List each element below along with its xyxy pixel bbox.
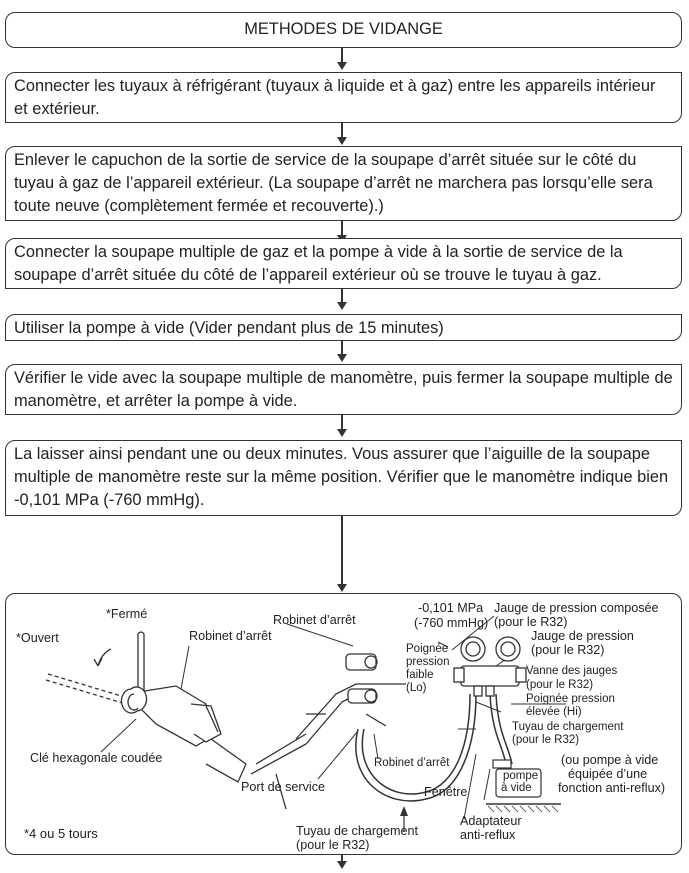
step-5-text: Vérifier le vide avec la soupape multipl… xyxy=(14,369,673,410)
label-cle: Clé hexagonale coudée xyxy=(30,751,162,765)
label-mpa-1: -0,101 MPa xyxy=(418,601,483,615)
label-pompe-2: à vide xyxy=(501,782,532,794)
label-tuyau-right-1: Tuyau de chargement xyxy=(512,721,624,733)
vacuum-diagram: *Fermé *Ouvert Robinet d’arrêt Clé hexag… xyxy=(5,593,682,855)
arrow-up-icon xyxy=(400,806,408,832)
label-jauge-comp-2: (pour le R32) xyxy=(494,615,568,629)
hex-wrench-icon xyxy=(45,631,145,705)
title-box: METHODES DE VIDANGE xyxy=(5,12,682,48)
label-robinet-bottom: Robinet d’arrêt xyxy=(374,757,450,769)
label-tuyau-right-2: (pour le R32) xyxy=(512,734,579,746)
label-adaptateur-2: anti-reflux xyxy=(460,828,516,842)
step-6-text: La laisser ainsi pendant une ou deux min… xyxy=(14,445,669,509)
charging-hose xyxy=(355,693,513,802)
step-6: La laisser ainsi pendant une ou deux min… xyxy=(5,440,682,516)
step-1-text: Connecter les tuyaux à réfrigérant (tuya… xyxy=(14,77,656,118)
step-5: Vérifier le vide avec la soupape multipl… xyxy=(5,364,682,415)
gauge-manifold-icon xyxy=(453,636,527,697)
step-2: Enlever le capuchon de la sortie de serv… xyxy=(5,146,682,221)
label-adaptateur-1: Adaptateur xyxy=(460,814,522,828)
label-poignee-faible-1: Poignée xyxy=(406,643,448,655)
label-poignee-elevee-1: Poignée pression xyxy=(526,693,615,705)
label-mpa-2: (-760 mmHg) xyxy=(414,616,488,630)
label-ou-pompe-3: fonction anti-reflux) xyxy=(558,781,665,795)
leader-lines xyxy=(100,615,566,820)
label-pompe-1: pompe xyxy=(503,770,538,782)
label-jauge-1: Jauge de pression xyxy=(531,629,634,643)
label-poignee-faible-3: faible xyxy=(406,669,434,681)
label-poignee-faible-4: (Lo) xyxy=(406,682,427,694)
step-4-text: Utiliser la pompe à vide (Vider pendant … xyxy=(14,319,444,337)
step-1: Connecter les tuyaux à réfrigérant (tuya… xyxy=(5,72,682,123)
label-fenetre: Fenêtre xyxy=(424,785,467,799)
label-ou-pompe-1: (ou pompe à vide xyxy=(561,753,658,767)
step-4: Utiliser la pompe à vide (Vider pendant … xyxy=(5,314,682,341)
label-poignee-faible-2: pression xyxy=(406,656,449,668)
label-ouvert: *Ouvert xyxy=(16,631,59,645)
vacuum-pump-icon xyxy=(486,759,561,813)
label-tuyau-bottom-2: (pour le R32) xyxy=(296,838,370,852)
step-2-text: Enlever le capuchon de la sortie de serv… xyxy=(14,151,653,215)
label-jauge-comp-1: Jauge de pression composée xyxy=(494,601,659,615)
label-vanne-1: Vanne des jauges xyxy=(526,665,617,677)
diagram-drawing: *Fermé *Ouvert Robinet d’arrêt Clé hexag… xyxy=(16,601,665,852)
stop-valve-icon xyxy=(120,685,247,783)
label-jauge-2: (pour le R32) xyxy=(531,643,605,657)
outdoor-unit-icon xyxy=(250,653,406,810)
label-ferme: *Fermé xyxy=(106,607,147,621)
label-robinet-left: Robinet d’arrêt xyxy=(189,629,272,643)
label-tours: *4 ou 5 tours xyxy=(24,826,98,841)
label-robinet-top: Robinet d’arrêt xyxy=(273,613,356,627)
step-3-text: Connecter la soupape multiple de gaz et … xyxy=(14,243,623,284)
label-poignee-elevee-2: élevée (Hi) xyxy=(526,706,582,718)
step-3: Connecter la soupape multiple de gaz et … xyxy=(5,238,682,289)
label-port: Port de service xyxy=(241,780,325,794)
label-ou-pompe-2: équipée d’une xyxy=(568,767,647,781)
label-tuyau-bottom-1: Tuyau de chargement xyxy=(296,824,419,838)
title: METHODES DE VIDANGE xyxy=(244,20,443,38)
label-vanne-2: (pour le R32) xyxy=(526,679,593,691)
